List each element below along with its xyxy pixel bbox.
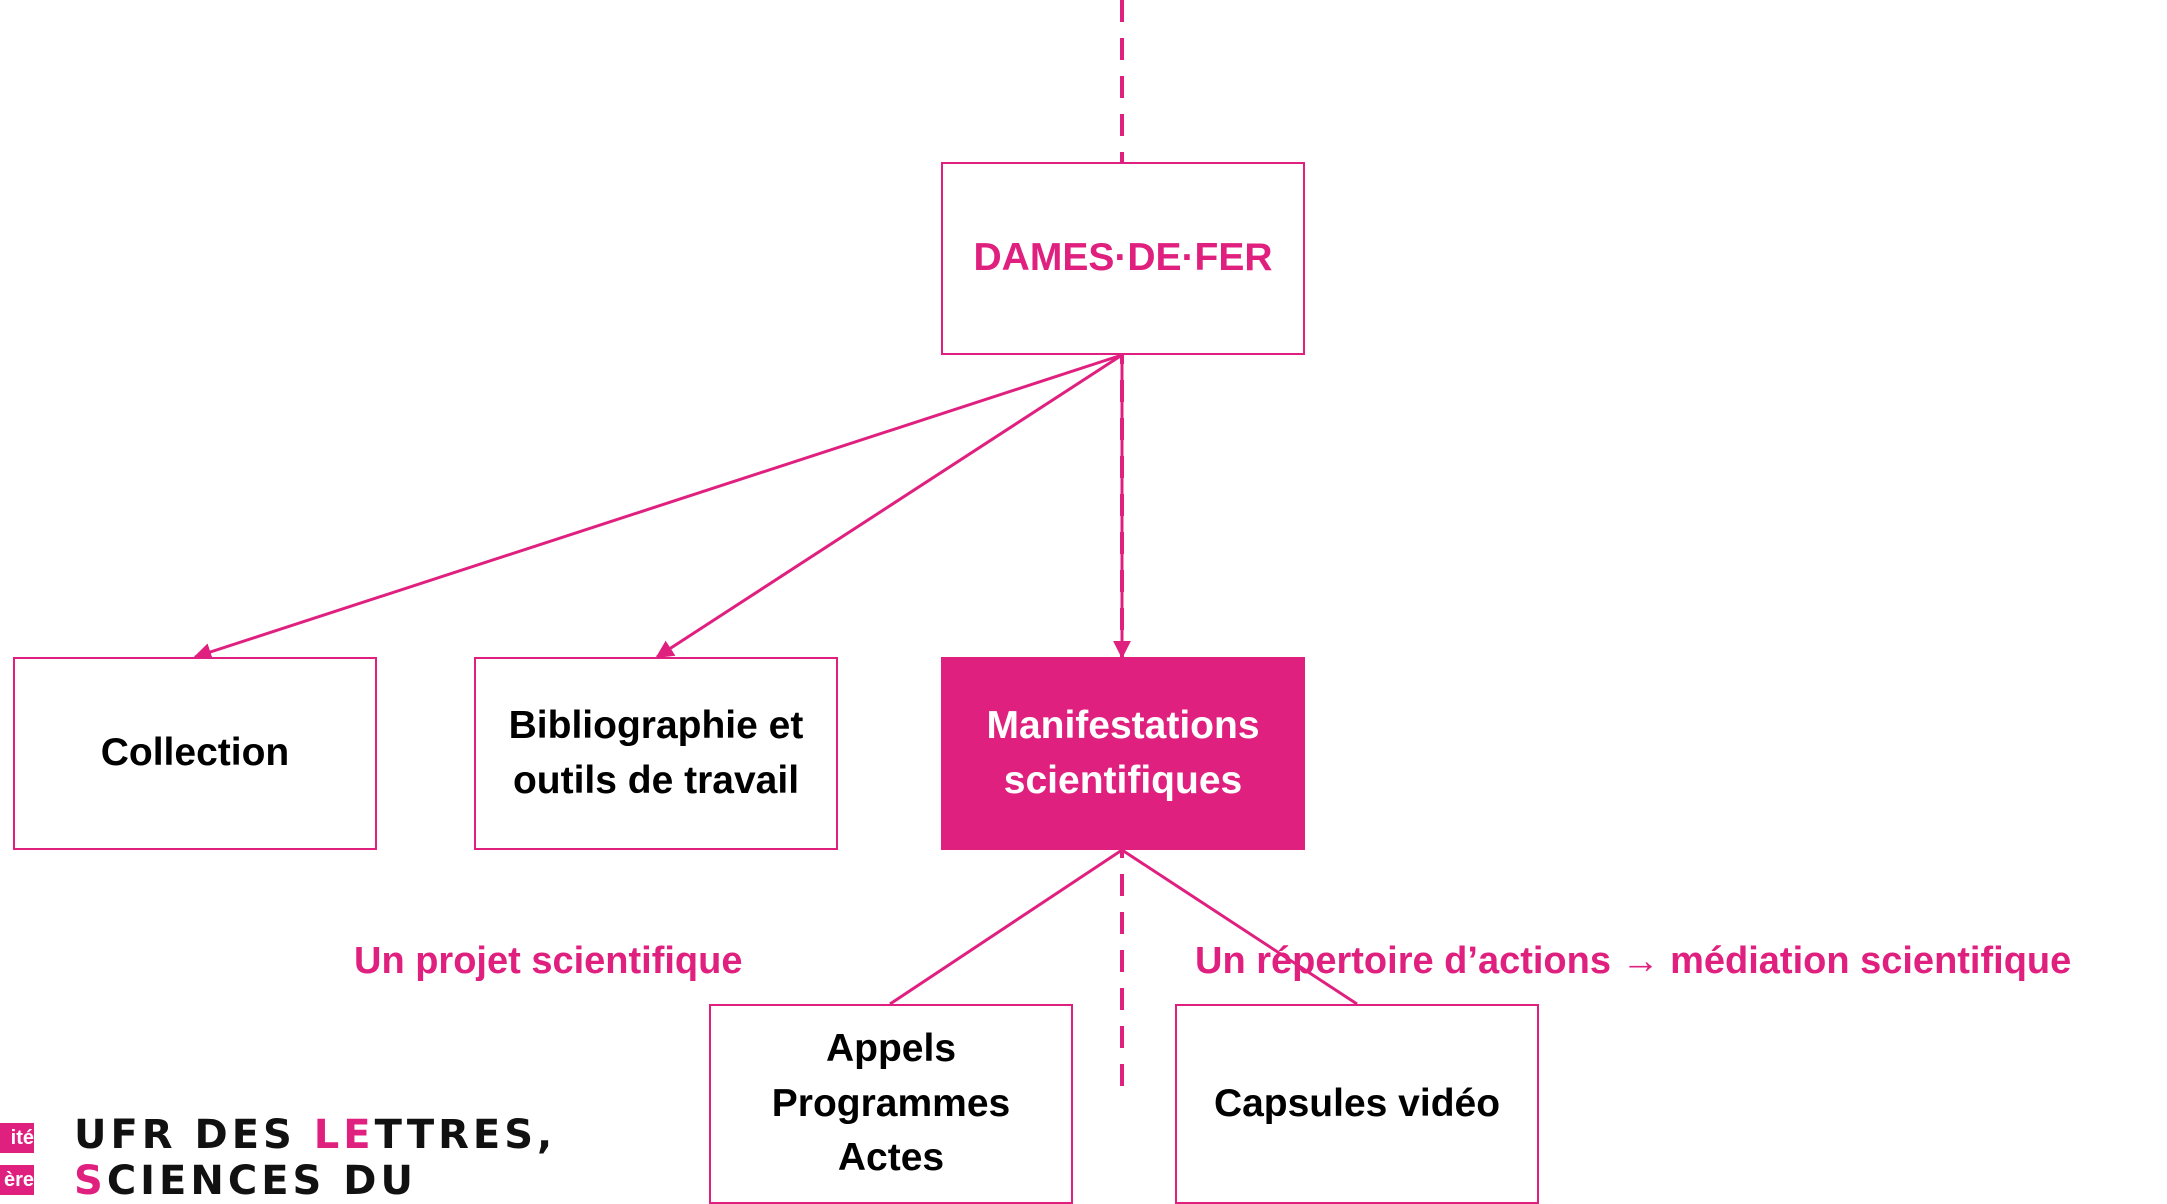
line-to-capsules bbox=[1121, 848, 1358, 1006]
arrow-to-bibliographie bbox=[655, 353, 1123, 659]
logo-line-1-post: ttres, bbox=[374, 1112, 557, 1158]
label-projet-scientifique: Un projet scientifique bbox=[354, 940, 743, 982]
node-capsules-label: Capsules vidéo bbox=[1213, 1081, 1501, 1125]
node-manifestations-line-2: scientifiques bbox=[1003, 758, 1243, 802]
node-bibliographie: Bibliographie et outils de travail bbox=[474, 657, 838, 850]
logo-line-1-pre: UFR Des bbox=[74, 1112, 314, 1158]
node-collection-label: Collection bbox=[100, 731, 290, 775]
line-to-appels bbox=[889, 848, 1123, 1006]
node-appels-line-1: Appels bbox=[825, 1027, 957, 1071]
node-dames-de-fer-label: DAMES·DE·FER bbox=[973, 236, 1273, 280]
arrow-to-collection bbox=[193, 353, 1123, 661]
logo-line-1-accent: Le bbox=[313, 1112, 375, 1158]
node-collection: Collection bbox=[13, 657, 377, 850]
logo-mark-top: ité bbox=[0, 1123, 34, 1153]
label-repertoire-actions: Un répertoire d’actions → médiation scie… bbox=[1195, 940, 2072, 982]
ufr-logo: ité ère UFR Des Lettres, Sciences du bbox=[0, 1110, 552, 1204]
node-appels: Appels Programmes Actes bbox=[709, 1004, 1073, 1204]
node-bibliographie-line-1: Bibliographie et bbox=[508, 703, 804, 747]
logo-mark-bottom: ère bbox=[0, 1165, 34, 1195]
logo-line-1: UFR Des Lettres, bbox=[74, 1112, 556, 1158]
node-appels-line-2: Programmes bbox=[771, 1081, 1011, 1125]
node-bibliographie-line-2: outils de travail bbox=[512, 758, 800, 802]
logo-line-2-post: ciences du bbox=[106, 1158, 417, 1204]
node-manifestations-line-1: Manifestations bbox=[986, 703, 1260, 747]
node-manifestations: Manifestations scientifiques bbox=[941, 657, 1305, 850]
logo-line-2: Sciences du bbox=[74, 1158, 417, 1204]
node-dames-de-fer: DAMES·DE·FER bbox=[941, 162, 1305, 355]
logo-line-2-accent: S bbox=[74, 1158, 107, 1204]
node-appels-line-3: Actes bbox=[837, 1136, 945, 1180]
node-capsules: Capsules vidéo bbox=[1175, 1004, 1539, 1204]
